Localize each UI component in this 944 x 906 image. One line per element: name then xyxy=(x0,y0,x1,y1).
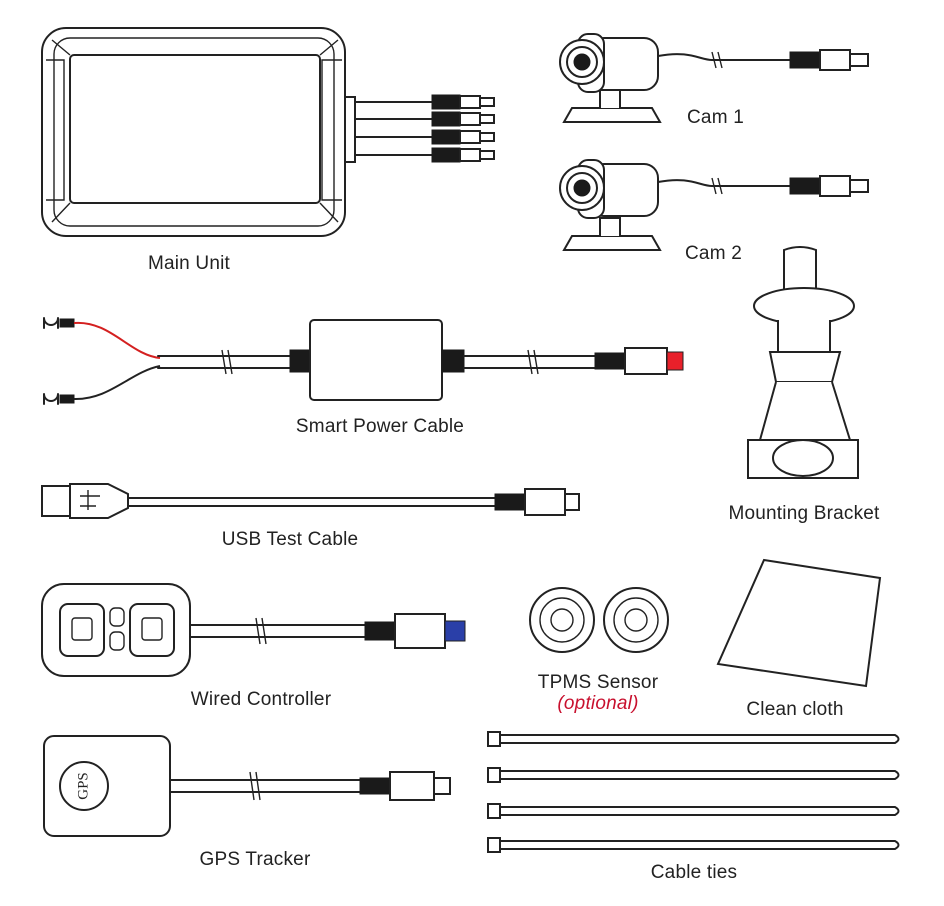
controller-icon xyxy=(41,583,466,677)
tpms-sensor-label: TPMS Sensor xyxy=(537,672,659,693)
usb-test-cable-label: USB Test Cable xyxy=(221,529,359,550)
cable-tie-icon xyxy=(487,731,900,853)
bullet-camera-icon-cam2 xyxy=(559,159,869,251)
cam2-label: Cam 2 xyxy=(685,243,742,264)
mount-bracket-icon xyxy=(747,246,859,479)
tpms-sensor-icon xyxy=(529,587,669,653)
gps-tracker-label: GPS Tracker xyxy=(199,849,311,870)
main-unit-label: Main Unit xyxy=(147,253,231,274)
cam1-label: Cam 1 xyxy=(687,107,744,128)
smart-power-cable-label: Smart Power Cable xyxy=(295,416,465,437)
clean-cloth-label: Clean cloth xyxy=(746,699,844,720)
gps-device-text: GPS xyxy=(75,772,91,800)
cable-ties-label: Cable ties xyxy=(650,862,738,883)
main-unit-cables xyxy=(354,94,495,163)
mounting-bracket-label: Mounting Bracket xyxy=(728,503,880,524)
cloth-icon xyxy=(716,558,882,688)
gps-module-icon: GPS xyxy=(43,735,451,837)
main-unit-device-icon xyxy=(41,27,495,237)
power-cable-icon xyxy=(43,317,684,405)
wired-controller-label: Wired Controller xyxy=(190,689,332,710)
bullet-camera-icon-cam1 xyxy=(559,33,869,123)
tpms-optional-label: (optional) xyxy=(557,693,639,714)
usb-cable-icon xyxy=(41,483,580,519)
